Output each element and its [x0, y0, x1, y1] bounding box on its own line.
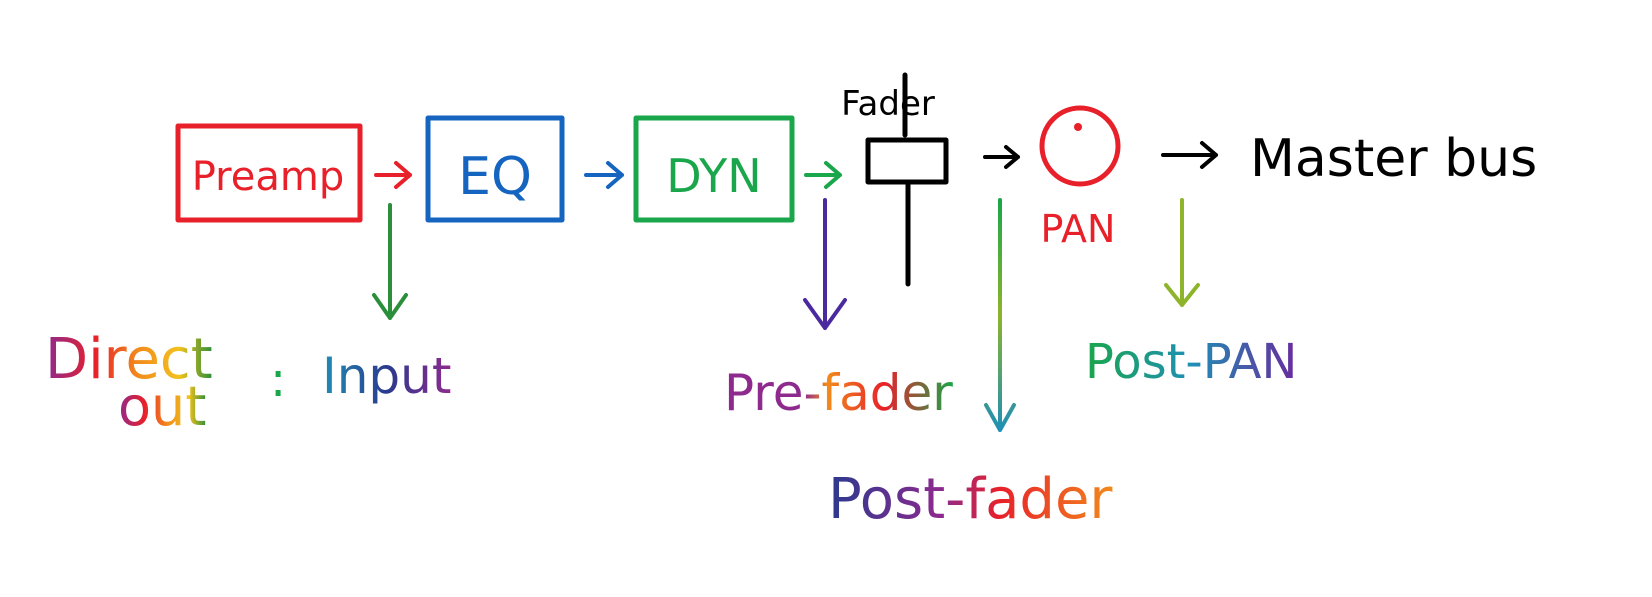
direct-out-separator: : [270, 352, 286, 408]
arrow-fader-pan [983, 145, 1020, 169]
arrow-direct-out-tap [372, 203, 408, 320]
arrow-eq-dyn [584, 161, 624, 189]
master-bus-label: Master bus [1250, 129, 1537, 189]
out-label: out [118, 375, 206, 438]
preamp-label: Preamp [192, 154, 344, 200]
arrow-pre-fader-tap [803, 198, 847, 330]
arrow-post-fader-tap [984, 198, 1016, 432]
arrow-post-pan-tap [1164, 198, 1200, 307]
pre-fader-label: Pre-fader [724, 364, 953, 422]
arrow-pan-master [1161, 141, 1218, 169]
direct-label: Direct [45, 327, 213, 392]
fader-label: Fader [841, 84, 935, 124]
fader-icon [865, 72, 949, 287]
pan-knob-icon [1039, 105, 1121, 187]
preamp-box [175, 123, 363, 223]
eq-label: EQ [458, 147, 532, 207]
eq-box [425, 115, 565, 223]
arrow-preamp-eq [374, 161, 412, 189]
post-pan-label: Post-PAN [1085, 334, 1297, 390]
dyn-box [633, 115, 795, 223]
dyn-label: DYN [666, 149, 761, 203]
post-fader-label: Post-fader [828, 467, 1113, 532]
input-label: Input [322, 347, 451, 405]
arrow-dyn-fader [804, 161, 842, 189]
pan-label: PAN [1041, 207, 1116, 251]
